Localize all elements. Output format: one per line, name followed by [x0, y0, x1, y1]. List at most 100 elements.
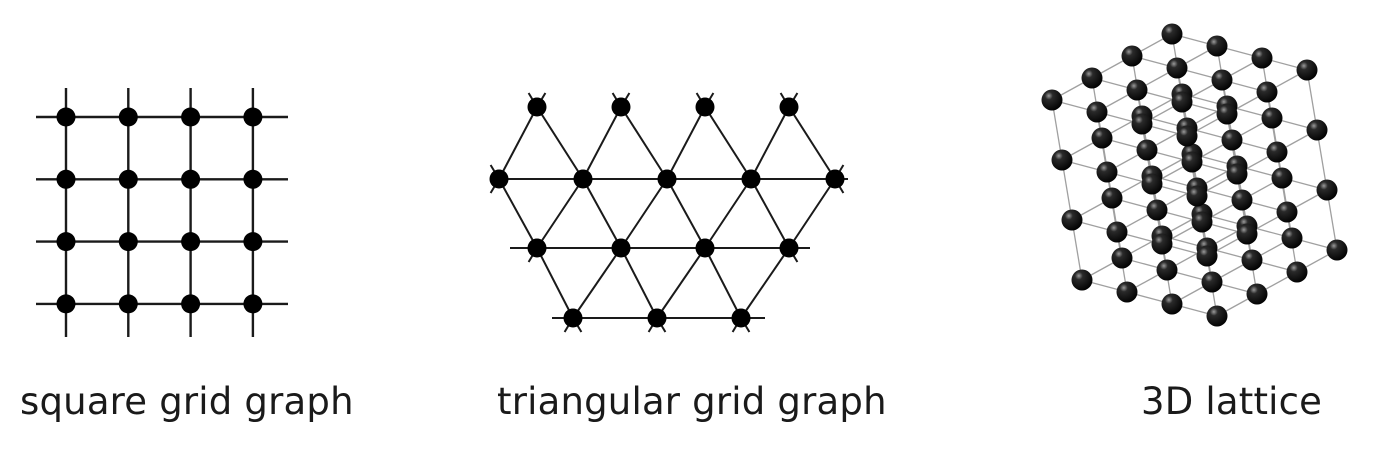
tri-edge-diagonal [666, 178, 706, 249]
lattice-node [1211, 69, 1233, 91]
lattice-node [1161, 23, 1183, 45]
grid-node [243, 107, 263, 127]
lattice-node [1141, 173, 1163, 195]
grid-node [118, 107, 138, 127]
lattice-node [1161, 293, 1183, 315]
grid-node [118, 294, 138, 314]
triangular-grid-diagram [470, 0, 880, 452]
tri-node [563, 308, 583, 328]
lattice-node [1306, 119, 1328, 141]
square-grid-graph [36, 88, 288, 337]
triangular-grid-graph [489, 92, 848, 333]
lattice-node [1166, 57, 1188, 79]
tri-edge-diagonal [750, 178, 790, 249]
grid-node [118, 169, 138, 189]
lattice-node [1081, 67, 1103, 89]
lattice-node [1231, 189, 1253, 211]
lattice-node [1191, 211, 1213, 233]
tri-edge-diagonal [620, 247, 658, 319]
lattice-node [1281, 227, 1303, 249]
grid-node [181, 169, 201, 189]
grid-node [118, 232, 138, 252]
lattice-node [1226, 163, 1248, 185]
lattice-node [1126, 79, 1148, 101]
tri-edge-diagonal [536, 247, 574, 319]
lattice-node [1256, 81, 1278, 103]
tri-edge-diagonal [750, 106, 790, 180]
lattice-node [1216, 103, 1238, 125]
tri-edge-diagonal [788, 106, 836, 180]
tri-edge-diagonal [620, 178, 668, 249]
lattice-node [1196, 245, 1218, 267]
lattice-node [1106, 221, 1128, 243]
tri-node [573, 169, 593, 189]
tri-edge-diagonal [666, 106, 706, 180]
tri-node [527, 238, 547, 258]
lattice-node [1096, 161, 1118, 183]
lattice-node [1116, 281, 1138, 303]
tri-node [489, 169, 509, 189]
tri-edge-diagonal [704, 106, 752, 180]
grid-node [181, 107, 201, 127]
lattice-node [1151, 233, 1173, 255]
tri-edge-diagonal [582, 178, 622, 249]
lattice-node [1276, 201, 1298, 223]
lattice-node [1241, 249, 1263, 271]
tri-edge-diagonal [498, 178, 538, 249]
grid-node [56, 232, 76, 252]
lattice-node [1171, 91, 1193, 113]
lattice-node [1206, 305, 1228, 327]
grid-node [243, 294, 263, 314]
tri-node [741, 169, 761, 189]
tri-node [695, 97, 715, 117]
tri-edge-diagonal [704, 247, 742, 319]
tri-node [647, 308, 667, 328]
lattice-node [1121, 45, 1143, 67]
tri-node [611, 97, 631, 117]
tri-edge-diagonal [704, 178, 752, 249]
lattice-node [1086, 101, 1108, 123]
square-grid-caption: square grid graph [20, 380, 354, 423]
square-grid-diagram [0, 0, 340, 452]
lattice-node [1136, 139, 1158, 161]
tri-node [779, 97, 799, 117]
lattice-node [1176, 125, 1198, 147]
tri-node [695, 238, 715, 258]
lattice-node [1271, 167, 1293, 189]
lattice-node [1266, 141, 1288, 163]
lattice-node [1131, 113, 1153, 135]
tri-edge-diagonal [536, 106, 584, 180]
triangular-grid-caption: triangular grid graph [497, 380, 887, 423]
tri-node [611, 238, 631, 258]
grid-node [181, 294, 201, 314]
tri-edge-diagonal [788, 178, 836, 249]
lattice-node [1181, 151, 1203, 173]
tri-edge-diagonal [498, 106, 538, 180]
lattice-node [1296, 59, 1318, 81]
lattice-node [1146, 199, 1168, 221]
tri-edge-diagonal [536, 178, 584, 249]
lattice-node [1286, 261, 1308, 283]
lattice-node [1091, 127, 1113, 149]
tri-node [825, 169, 845, 189]
grid-node [243, 169, 263, 189]
tri-node [527, 97, 547, 117]
tri-edge-diagonal [740, 247, 790, 319]
lattice-node [1071, 269, 1093, 291]
lattice-node [1246, 283, 1268, 305]
tri-edge-diagonal [656, 247, 706, 319]
tri-node [657, 169, 677, 189]
tri-node [731, 308, 751, 328]
lattice-node [1061, 209, 1083, 231]
grid-node [56, 294, 76, 314]
lattice-node [1111, 247, 1133, 269]
tri-edge-diagonal [620, 106, 668, 180]
lattice-node [1051, 149, 1073, 171]
grid-node [243, 232, 263, 252]
lattice-node [1236, 223, 1258, 245]
lattice-node [1221, 129, 1243, 151]
lattice-node [1261, 107, 1283, 129]
lattice-node [1251, 47, 1273, 69]
tri-edge-diagonal [582, 106, 622, 180]
grid-node [56, 169, 76, 189]
